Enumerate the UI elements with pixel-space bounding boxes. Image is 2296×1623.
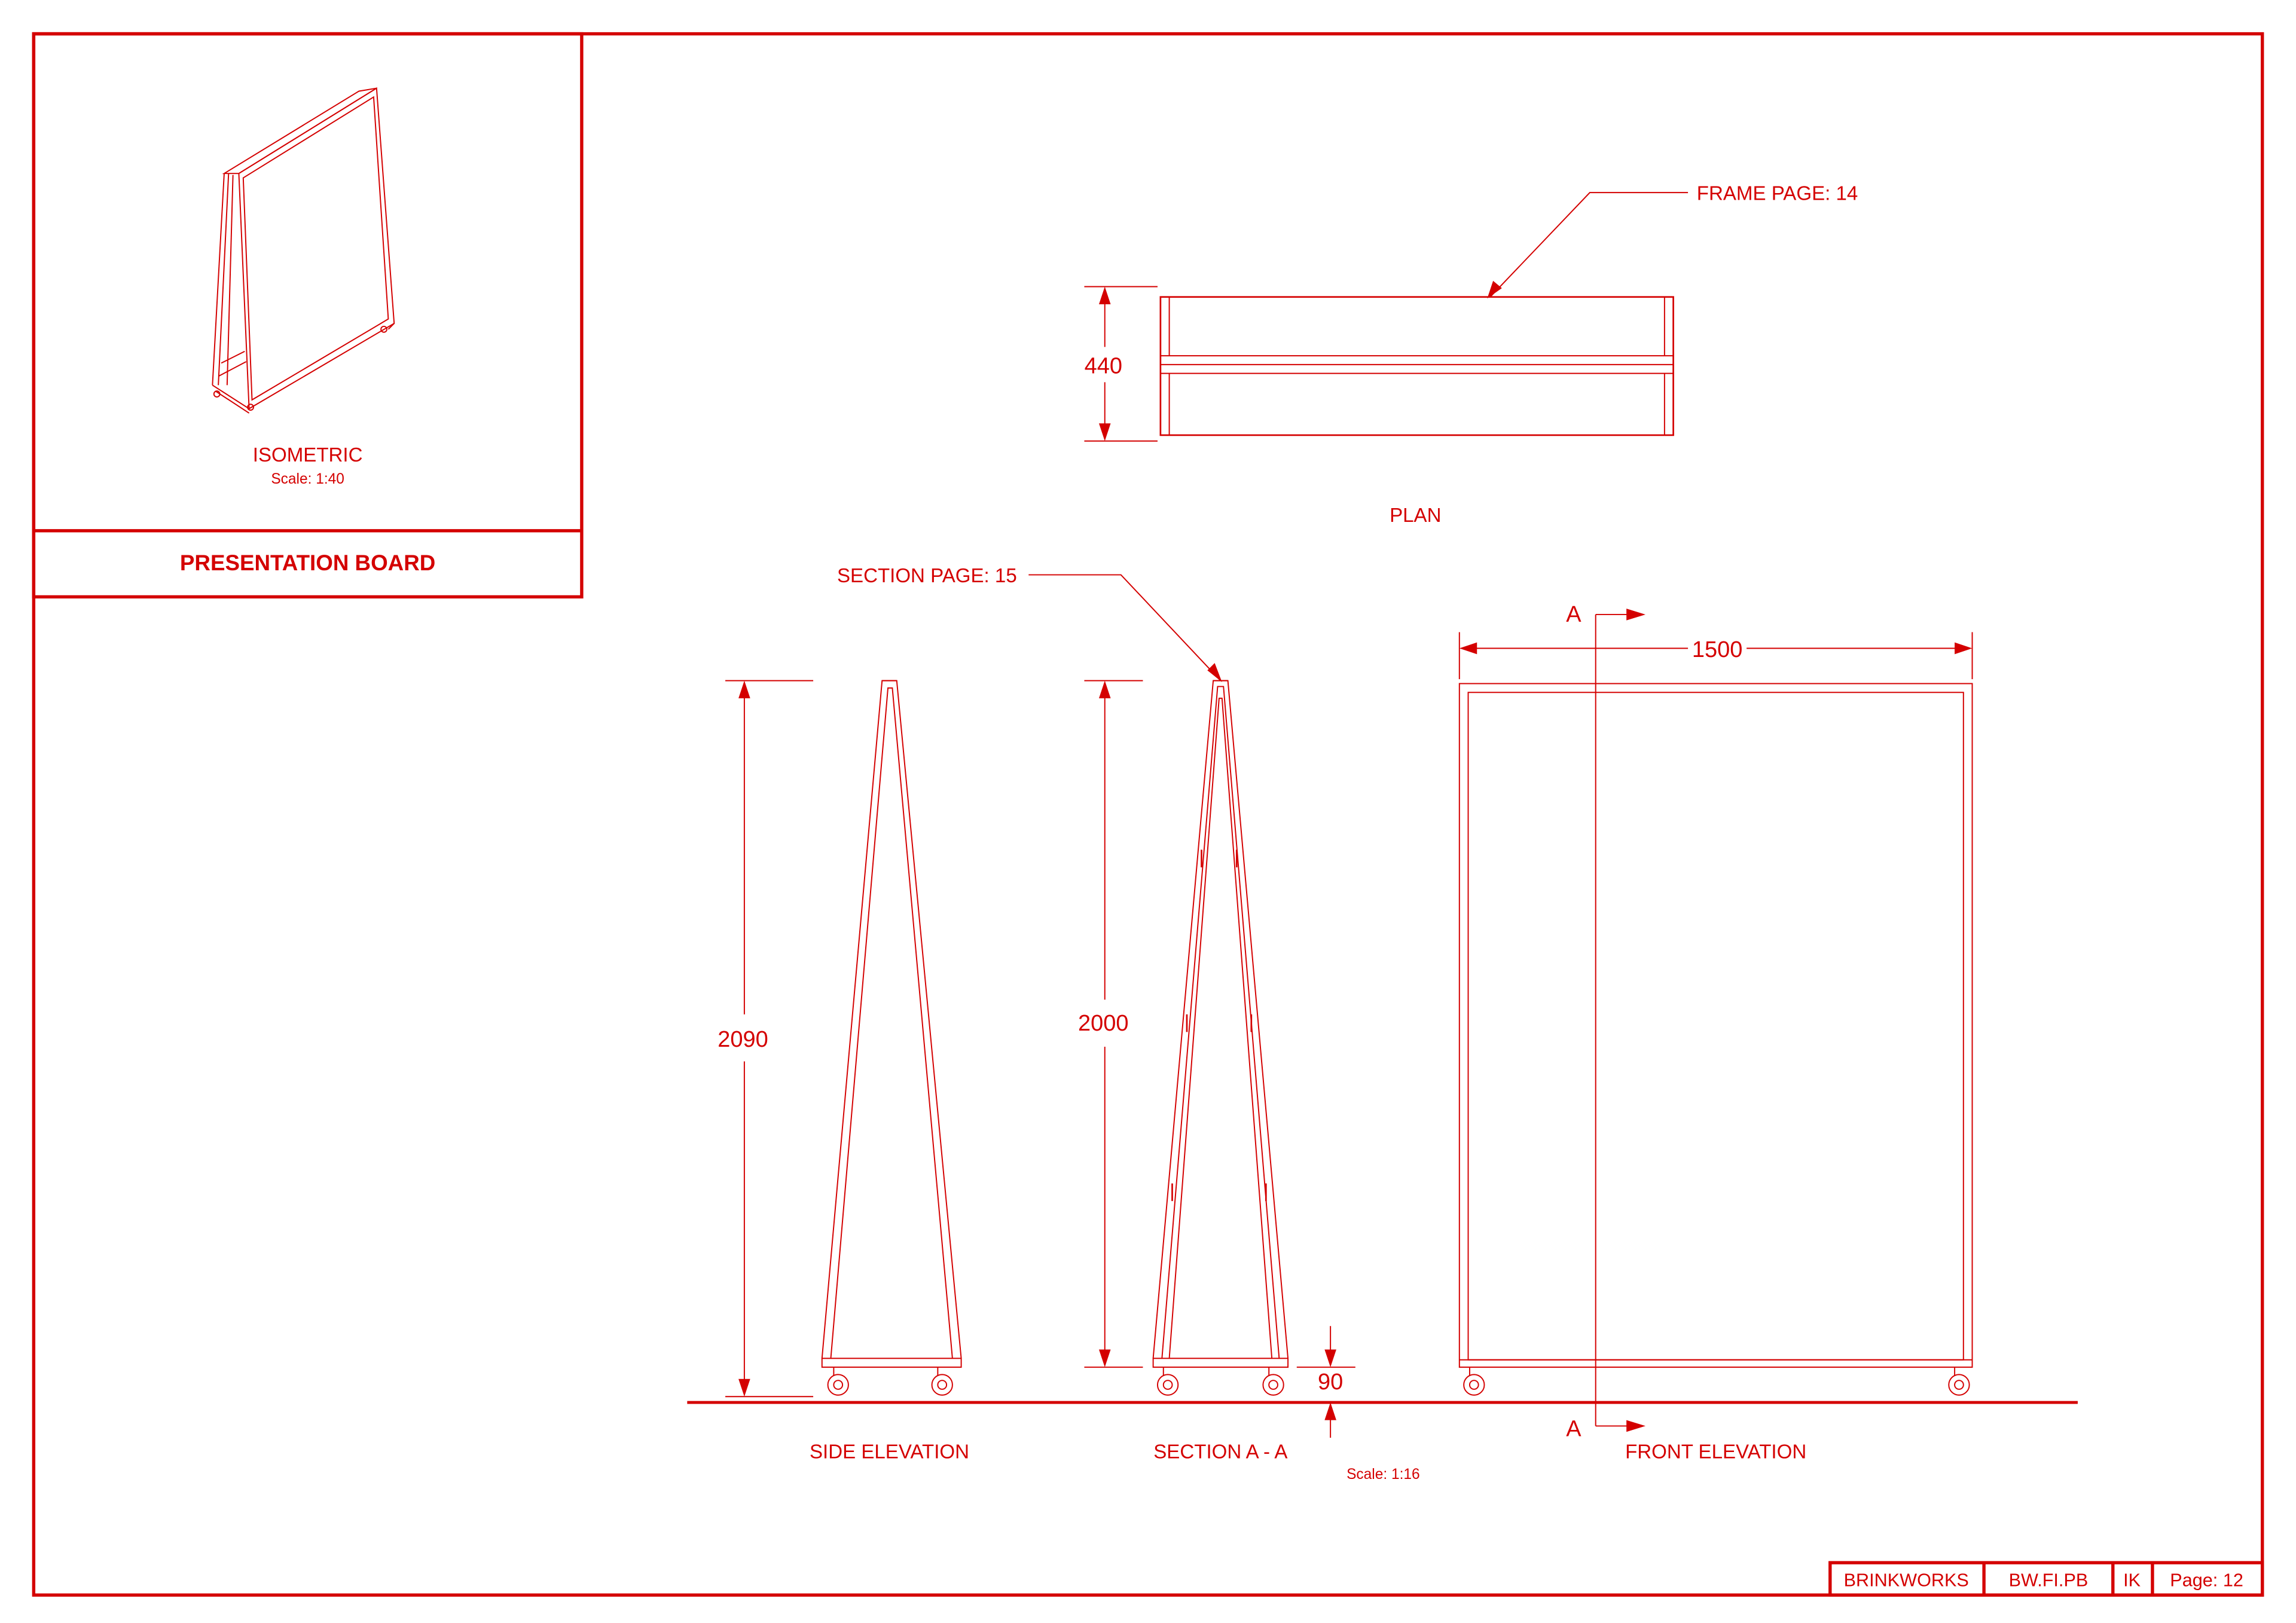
front-elevation-label: FRONT ELEVATION xyxy=(1625,1441,1806,1463)
front-wheel-left xyxy=(1463,1367,1485,1396)
section-height-label: 2000 xyxy=(1078,1011,1128,1036)
section-cut-line xyxy=(1595,609,1646,1432)
section-marker-top: A xyxy=(1566,602,1581,627)
title-block-page: Page: 12 xyxy=(2170,1569,2243,1590)
sheet-border xyxy=(32,32,2264,1597)
side-height-dimension xyxy=(725,680,814,1398)
section-wheel-right xyxy=(1262,1367,1284,1396)
side-height-label: 2090 xyxy=(718,1027,768,1052)
isometric-drawing xyxy=(212,87,395,414)
frame-callout-leader xyxy=(1487,192,1689,299)
front-wheel-right xyxy=(1948,1367,1970,1396)
drawing-scale: Scale: 1:16 xyxy=(1347,1466,1420,1483)
title-block-initials: IK xyxy=(2123,1569,2141,1590)
plan-depth-dimension xyxy=(1084,286,1158,442)
isometric-label: ISOMETRIC xyxy=(253,444,363,466)
plan-depth-label: 440 xyxy=(1085,354,1122,379)
section-wheel-left xyxy=(1156,1367,1179,1396)
side-elevation: 2090 SIDE ELEVATION xyxy=(718,680,969,1463)
wheel-height-label: 90 xyxy=(1318,1370,1343,1395)
isometric-panel-frame xyxy=(32,32,584,599)
isometric-scale: Scale: 1:40 xyxy=(271,471,344,487)
frame-callout: FRAME PAGE: 14 xyxy=(1697,182,1858,204)
section-marker-bottom: A xyxy=(1566,1417,1581,1442)
section-callout: SECTION PAGE: 15 xyxy=(837,565,1017,587)
title-block-company: BRINKWORKS xyxy=(1844,1569,1969,1590)
section-label: SECTION A - A xyxy=(1153,1441,1288,1463)
side-wheel-left xyxy=(827,1367,849,1396)
title-block: BRINKWORKS BW.FI.PB IK Page: 12 xyxy=(1828,1561,2264,1597)
section-callout-leader xyxy=(1028,574,1222,683)
wheel-height-dimension xyxy=(1296,1326,1355,1438)
section-height-dimension xyxy=(1084,680,1143,1368)
side-elevation-label: SIDE ELEVATION xyxy=(810,1441,969,1463)
isometric-panel: ISOMETRIC Scale: 1:40 PRESENTATION BOARD xyxy=(32,32,584,599)
title-block-code: BW.FI.PB xyxy=(2009,1569,2089,1590)
side-wheel-right xyxy=(931,1367,953,1396)
section-view: 2000 90 SECTION PAGE: 15 SECTION A - A S… xyxy=(837,565,1420,1483)
drawing-title: PRESENTATION BOARD xyxy=(180,551,435,575)
plan-label: PLAN xyxy=(1390,505,1441,527)
front-width-label: 1500 xyxy=(1692,637,1742,662)
plan-view: 440 FRAME PAGE: 14 PLAN xyxy=(1084,182,1858,527)
front-elevation: 1500 A A FRONT ELEVATION xyxy=(1458,602,1973,1463)
front-width-dimension xyxy=(1458,632,1973,680)
